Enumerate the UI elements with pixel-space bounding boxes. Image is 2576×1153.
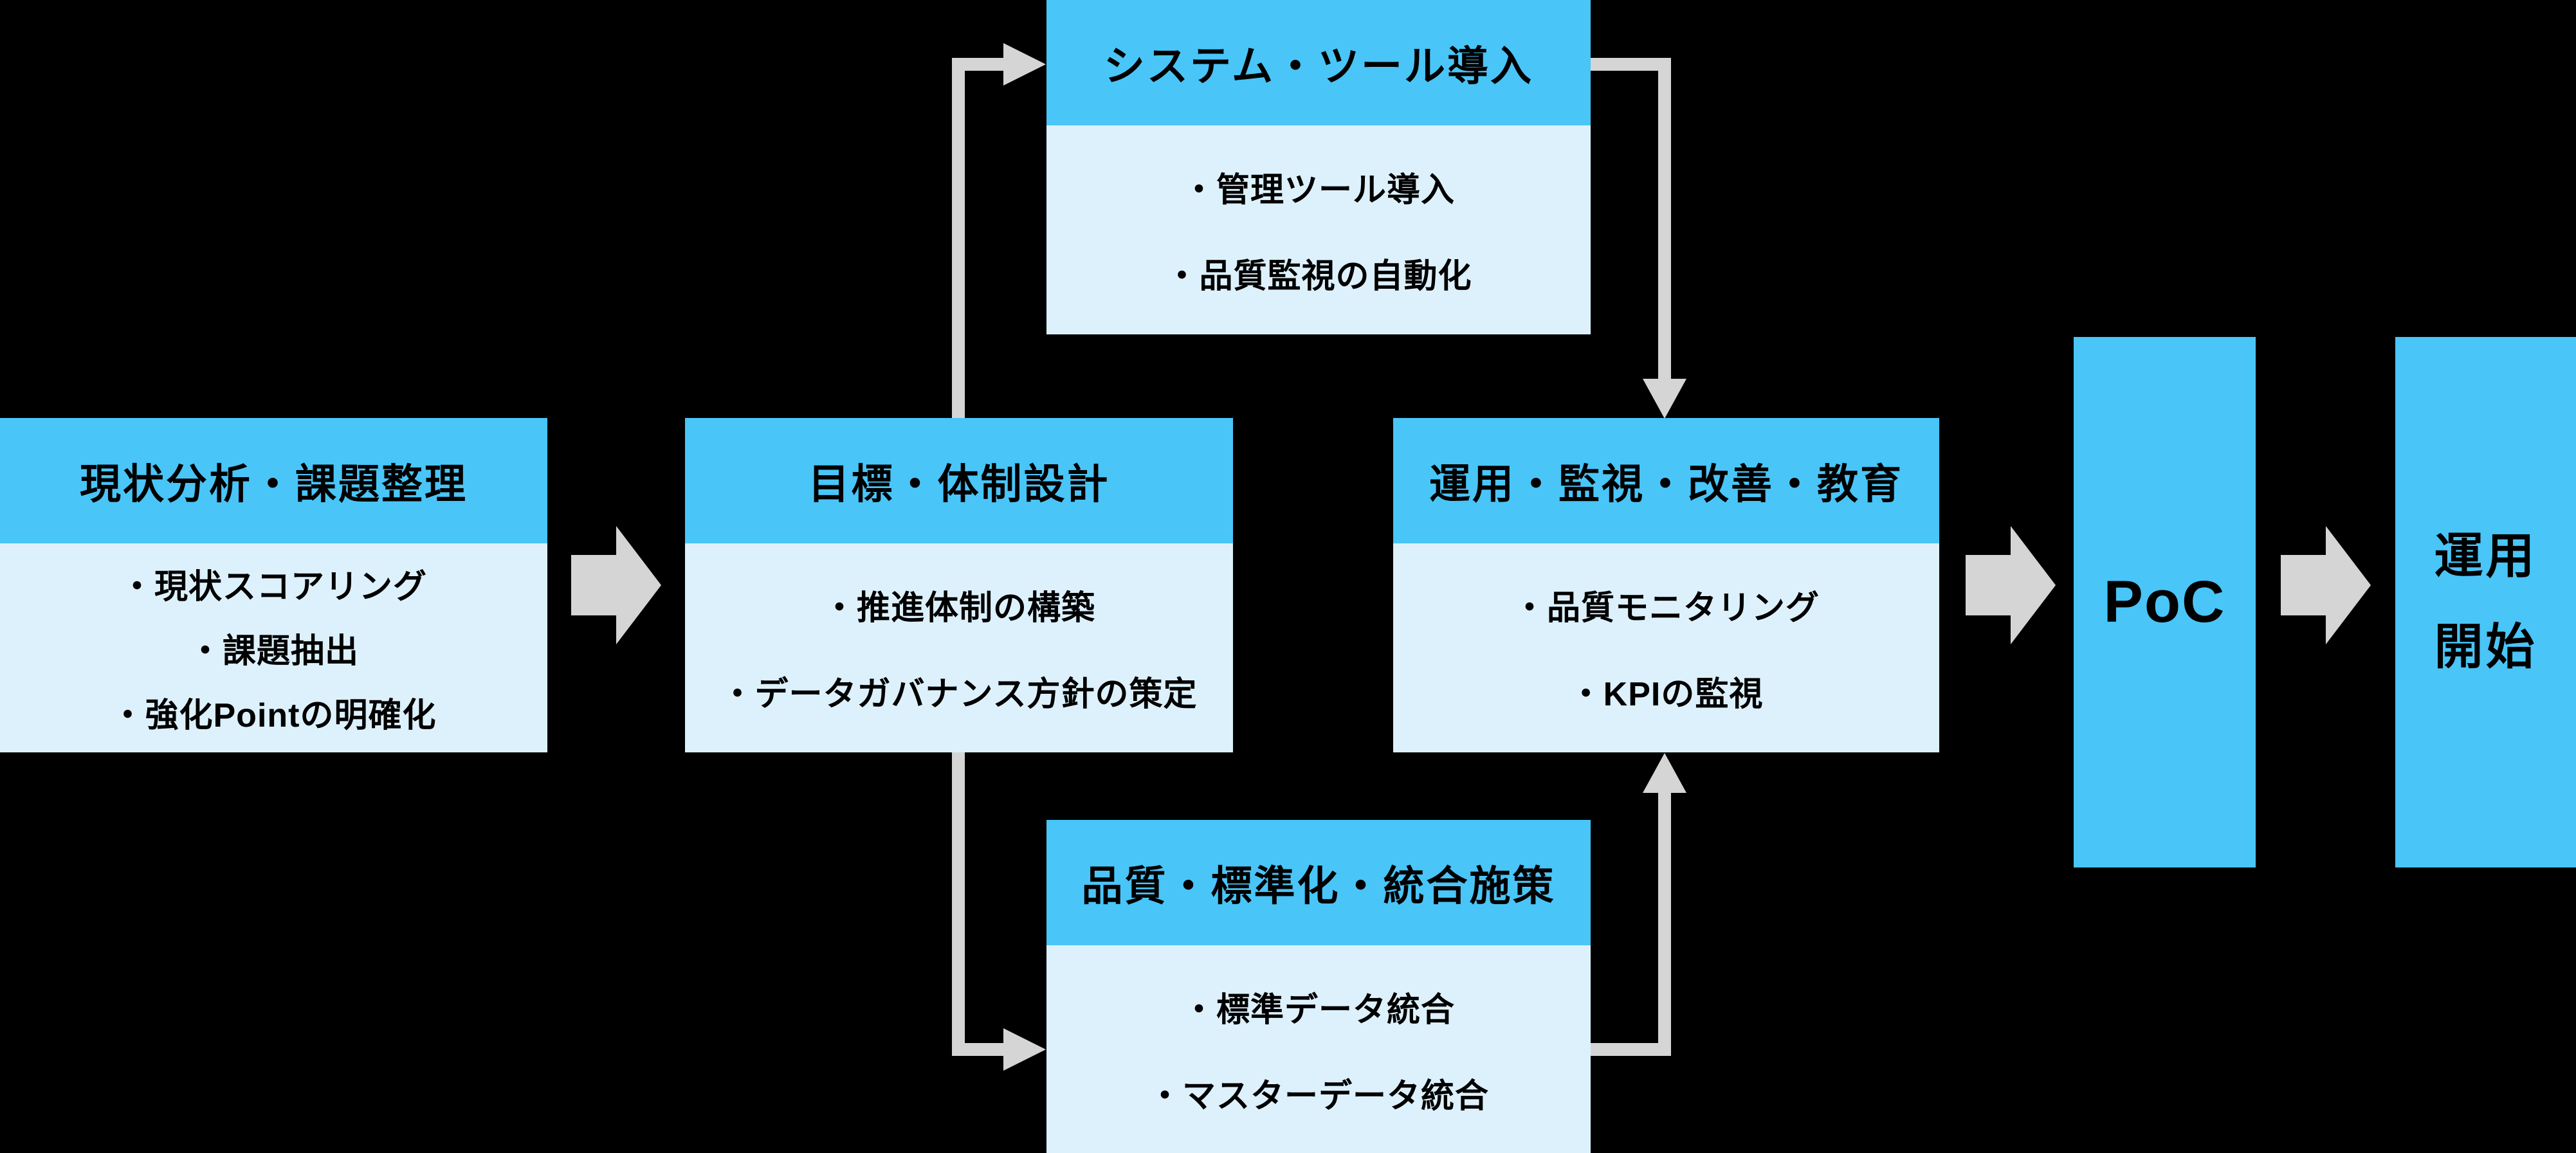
stage-item: ・データガバナンス方針の策定 bbox=[720, 675, 1198, 713]
milestone-title: PoC bbox=[2103, 569, 2226, 635]
stage-item: ・強化Pointの明確化 bbox=[111, 697, 437, 734]
flow-arrow-shaft bbox=[2281, 555, 2326, 615]
milestone-operation-start: 運用 開始 bbox=[2395, 337, 2576, 867]
stage-title: 現状分析・課題整理 bbox=[80, 460, 468, 507]
arrowhead-right bbox=[2326, 526, 2371, 644]
connector-vertical-segment bbox=[952, 58, 965, 418]
connector-horizontal-segment bbox=[1591, 1043, 1671, 1056]
arrowhead-right bbox=[1003, 43, 1046, 86]
stage-item: ・標準データ統合 bbox=[1182, 992, 1455, 1030]
stage-header: 現状分析・課題整理 bbox=[0, 418, 547, 543]
stage-title: システム・ツール導入 bbox=[1103, 42, 1534, 89]
stage-operation-monitoring: 運用・監視・改善・教育 ・品質モニタリング ・KPIの監視 bbox=[1393, 418, 1939, 752]
arrowhead-up bbox=[1643, 753, 1686, 793]
stage-header: 運用・監視・改善・教育 bbox=[1393, 418, 1939, 543]
connector-vertical-segment bbox=[1658, 58, 1671, 379]
stage-system-tool-adoption: システム・ツール導入 ・管理ツール導入 ・品質監視の自動化 bbox=[1046, 0, 1591, 334]
stage-body: ・推進体制の構築 ・データガバナンス方針の策定 bbox=[685, 543, 1233, 752]
arrowhead-right bbox=[2011, 526, 2056, 644]
stage-header: 目標・体制設計 bbox=[685, 418, 1233, 543]
stage-item: ・KPIの監視 bbox=[1569, 675, 1764, 713]
stage-quality-standardization-integration: 品質・標準化・統合施策 ・標準データ統合 ・マスターデータ統合 bbox=[1046, 820, 1591, 1153]
stage-item: ・品質監視の自動化 bbox=[1165, 257, 1472, 295]
flow-arrow-shaft bbox=[1966, 555, 2011, 615]
stage-body: ・品質モニタリング ・KPIの監視 bbox=[1393, 543, 1939, 752]
flow-arrow-shaft bbox=[571, 555, 616, 615]
connector-horizontal-segment bbox=[952, 1043, 1003, 1056]
connector-vertical-segment bbox=[952, 752, 965, 1056]
connector-horizontal-segment bbox=[952, 58, 1003, 71]
stage-body: ・標準データ統合 ・マスターデータ統合 bbox=[1046, 945, 1591, 1153]
stage-title: 目標・体制設計 bbox=[808, 460, 1110, 507]
milestone-title-line: 運用 bbox=[2434, 529, 2537, 584]
stage-body: ・現状スコアリング ・課題抽出 ・強化Pointの明確化 bbox=[0, 543, 547, 752]
stage-item: ・課題抽出 bbox=[188, 633, 359, 670]
stage-item: ・マスターデータ統合 bbox=[1147, 1077, 1489, 1115]
stage-current-analysis: 現状分析・課題整理 ・現状スコアリング ・課題抽出 ・強化Pointの明確化 bbox=[0, 418, 547, 752]
stage-goal-structure-design: 目標・体制設計 ・推進体制の構築 ・データガバナンス方針の策定 bbox=[685, 418, 1233, 752]
stage-header: システム・ツール導入 bbox=[1046, 0, 1591, 125]
milestone-poc: PoC bbox=[2074, 337, 2256, 867]
connector-horizontal-segment bbox=[1591, 58, 1671, 71]
arrowhead-right bbox=[1003, 1028, 1046, 1071]
stage-body: ・管理ツール導入 ・品質監視の自動化 bbox=[1046, 125, 1591, 334]
stage-item: ・推進体制の構築 bbox=[822, 590, 1095, 628]
milestone-title-line: 開始 bbox=[2434, 619, 2537, 675]
stage-item: ・現状スコアリング bbox=[120, 568, 427, 606]
arrowhead-right bbox=[616, 526, 661, 644]
arrowhead-down bbox=[1643, 379, 1686, 419]
stage-title: 運用・監視・改善・教育 bbox=[1429, 460, 1903, 507]
stage-item: ・品質モニタリング bbox=[1512, 590, 1820, 628]
stage-item: ・管理ツール導入 bbox=[1182, 172, 1455, 210]
connector-vertical-segment bbox=[1658, 793, 1671, 1056]
stage-title: 品質・標準化・統合施策 bbox=[1081, 862, 1556, 909]
stage-header: 品質・標準化・統合施策 bbox=[1046, 820, 1591, 945]
